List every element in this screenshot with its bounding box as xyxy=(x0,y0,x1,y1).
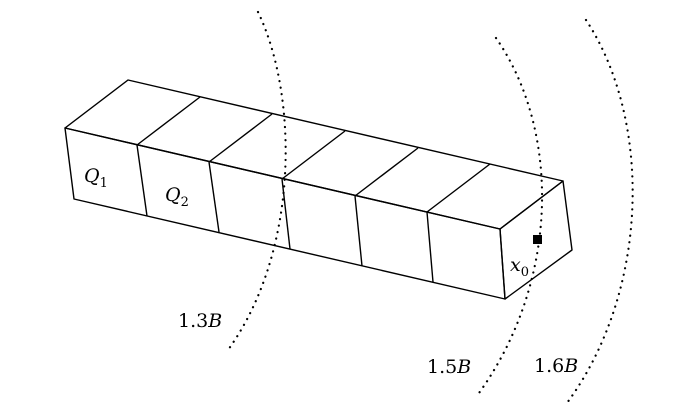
arc-1-5B xyxy=(477,36,544,395)
cube-row xyxy=(64,79,573,300)
cube-divider-front xyxy=(281,178,291,250)
radius-arcs xyxy=(226,10,634,405)
cube-divider-front xyxy=(136,144,148,217)
label-radius-1-3B: 1.3B xyxy=(178,310,222,332)
cube-divider-top xyxy=(354,147,419,197)
cube-divider-front xyxy=(354,195,363,267)
point-marker xyxy=(533,235,542,244)
label-radius-1-6B: 1.6B xyxy=(534,355,578,377)
cube-divider-top xyxy=(136,96,201,146)
label-radius-1-5B: 1.5B xyxy=(427,356,471,378)
arc-1-6B xyxy=(565,18,634,405)
cube-divider-top xyxy=(426,163,491,213)
label-x0: x0 xyxy=(510,254,529,280)
cube-divider-top xyxy=(208,113,273,163)
end-face xyxy=(499,180,573,300)
arc-1-3B xyxy=(226,10,287,352)
cube-divider-top xyxy=(281,130,346,180)
cube-divider-front xyxy=(426,211,434,283)
label-q2: Q2 xyxy=(165,184,189,210)
cube-divider-front xyxy=(208,161,220,233)
label-q1: Q1 xyxy=(84,165,108,191)
